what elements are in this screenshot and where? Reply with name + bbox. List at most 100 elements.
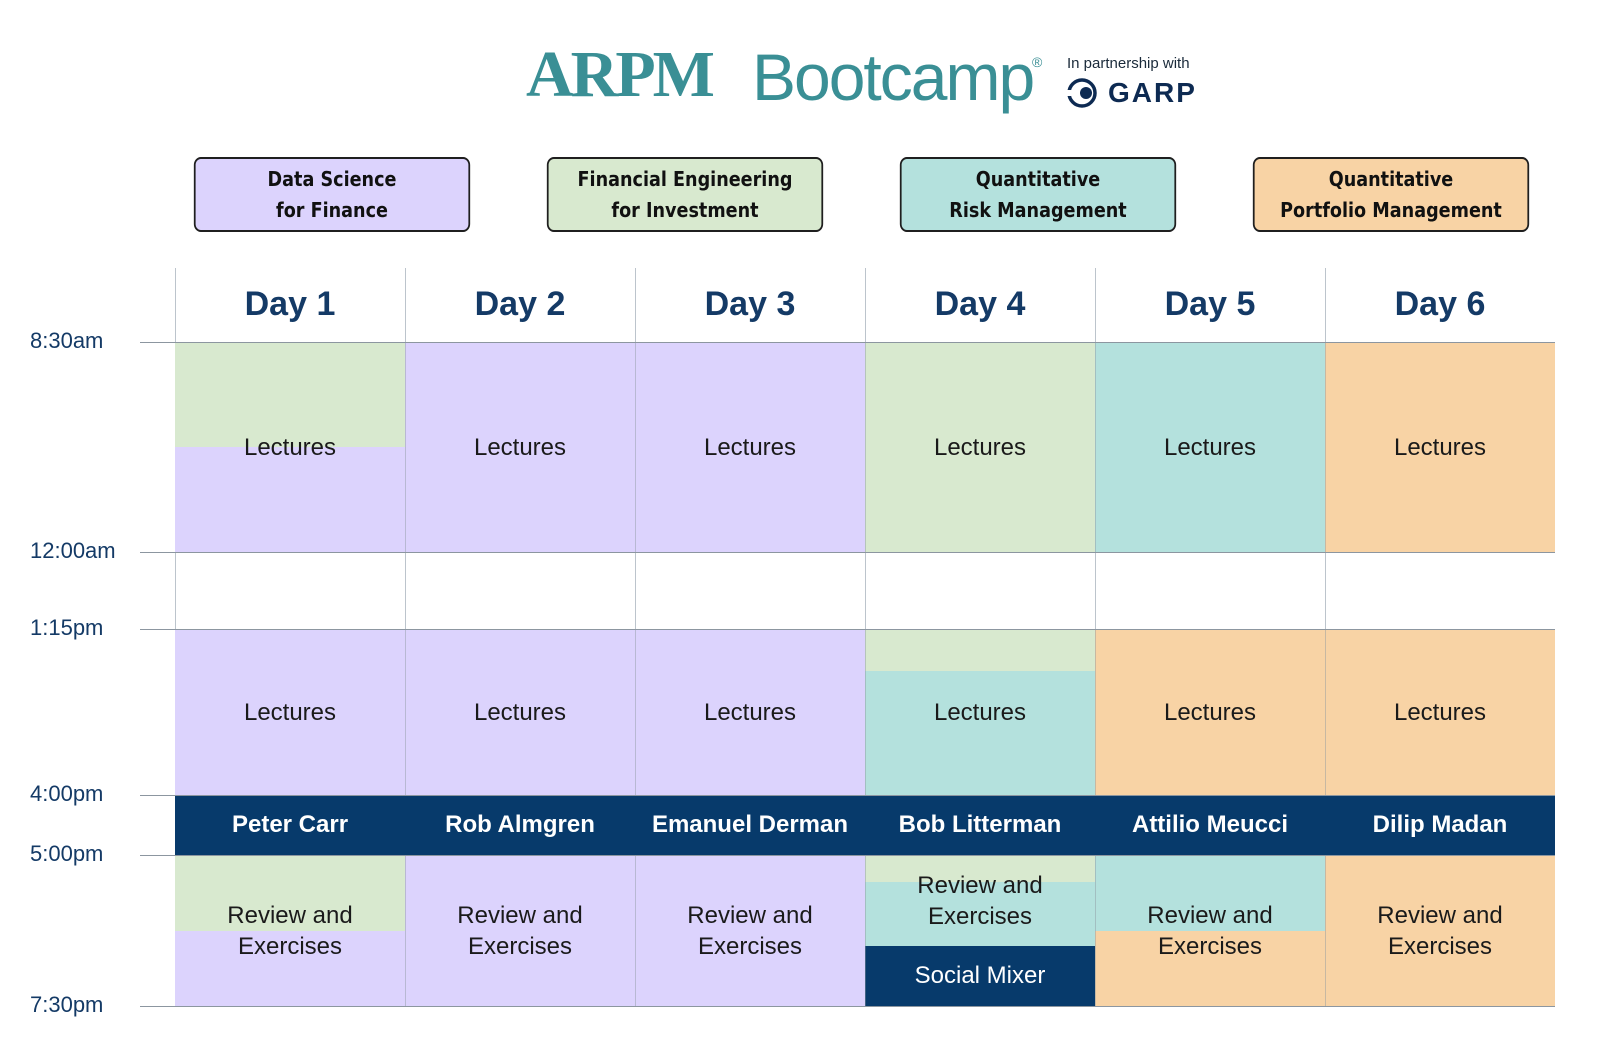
speaker-band-6: Dilip Madan: [1325, 795, 1555, 855]
cell-fill: [405, 855, 635, 1006]
session-label: Lectures: [243, 698, 337, 726]
cell-divider: [1095, 629, 1096, 795]
time-label-1: 8:30am: [30, 328, 104, 353]
garp-logo: GARP: [1064, 75, 1214, 111]
legend-box-2: Financial Engineering for Investment: [546, 157, 824, 232]
cell-divider: [405, 629, 406, 795]
day-header-5: Day 5: [1164, 284, 1256, 323]
cell-fill-top: [175, 342, 405, 447]
cell-fill-bottom: [865, 671, 1095, 795]
cell-fill-bottom: [175, 447, 405, 552]
session-label: Lectures: [473, 433, 567, 461]
cell-fill-top: [175, 855, 405, 931]
day-header-6: Day 6: [1394, 284, 1486, 323]
cell-divider: [1325, 855, 1326, 1006]
cell-divider: [1325, 342, 1326, 552]
morning-cell-5: Lectures: [1095, 342, 1325, 552]
time-gridline: [140, 795, 1555, 796]
evening-cell-5: Review and Exercises: [1095, 855, 1325, 1006]
session-label: Review and Exercises: [687, 901, 813, 960]
session-label: Lectures: [703, 698, 797, 726]
cell-fill: [175, 629, 405, 795]
morning-cell-3: Lectures: [635, 342, 865, 552]
garp-mark-icon: [1064, 78, 1097, 108]
speaker-band-3: Emanuel Derman: [635, 795, 865, 855]
page-header: ARPM Bootcamp ® In partnership with GARP: [0, 0, 1600, 130]
time-label-3: 1:15pm: [30, 615, 104, 640]
day-header-1: Day 1: [244, 284, 336, 323]
day-header-2: Day 2: [474, 284, 566, 323]
session-label: Review and Exercises: [457, 901, 583, 960]
session-label: Lectures: [703, 433, 797, 461]
session-label: Lectures: [933, 433, 1027, 461]
session-label: Lectures: [1393, 698, 1487, 726]
session-label: Lectures: [933, 698, 1027, 726]
arpm-logo-text: ARPM: [526, 38, 715, 111]
cell-fill: [635, 855, 865, 1006]
morning-cell-1: Lectures: [175, 342, 405, 552]
cell-divider: [1325, 629, 1326, 795]
cell-fill: [865, 342, 1095, 552]
cell-fill: [1095, 342, 1325, 552]
morning-cell-4: Lectures: [865, 342, 1095, 552]
time-label-5: 5:00pm: [30, 841, 104, 866]
time-label-6: 7:30pm: [30, 992, 104, 1017]
morning-cell-2: Lectures: [405, 342, 635, 552]
cell-divider: [405, 342, 406, 552]
evening-cell-4: Social Mixer Review and Exercises: [865, 855, 1095, 1006]
cell-fill: [1095, 629, 1325, 795]
cell-divider: [635, 855, 636, 1006]
evening-cell-2: Review and Exercises: [405, 855, 635, 1006]
afternoon-cell-3: Lectures: [635, 629, 865, 795]
cell-divider: [405, 855, 406, 1006]
cell-divider: [1095, 342, 1096, 552]
time-label-2: 12:00am: [30, 538, 116, 563]
cell-divider: [1095, 855, 1096, 1006]
cell-fill: [635, 629, 865, 795]
session-label: Lectures: [1163, 698, 1257, 726]
session-label: Lectures: [1163, 433, 1257, 461]
speaker-band-5: Attilio Meucci: [1095, 795, 1325, 855]
session-label: Review and Exercises: [227, 901, 353, 960]
time-gridline: [140, 855, 1555, 856]
cell-divider: [865, 629, 866, 795]
legend-box-4: Quantitative Portfolio Management: [1252, 157, 1530, 232]
cell-fill-bottom: [865, 882, 1095, 946]
cell-fill-bottom: [175, 931, 405, 1006]
morning-cell-6: Lectures: [1325, 342, 1555, 552]
evening-cell-3: Review and Exercises: [635, 855, 865, 1006]
cell-fill-bottom: [1095, 931, 1325, 1006]
cell-fill: [635, 342, 865, 552]
legend-box-3: Quantitative Risk Management: [899, 157, 1177, 232]
social-mixer: Social Mixer: [865, 946, 1095, 1006]
cell-fill: [405, 342, 635, 552]
cell-divider: [865, 855, 866, 1006]
time-gridline: [140, 552, 1555, 553]
evening-cell-1: Review and Exercises: [175, 855, 405, 1006]
cell-fill: [1325, 629, 1555, 795]
session-label: Review and Exercises: [1147, 901, 1273, 960]
garp-logo-text: GARP: [1108, 77, 1197, 108]
session-label: Lectures: [473, 698, 567, 726]
cell-fill-top: [865, 855, 1095, 882]
afternoon-cell-5: Lectures: [1095, 629, 1325, 795]
time-gridline: [140, 1006, 1555, 1007]
time-gridline: [140, 342, 1555, 343]
time-gridline: [140, 629, 1555, 630]
afternoon-cell-6: Lectures: [1325, 629, 1555, 795]
legend-box-1: Data Science for Finance: [193, 157, 471, 232]
cell-fill: [405, 629, 635, 795]
evening-cell-6: Review and Exercises: [1325, 855, 1555, 1006]
registered-mark: ®: [1032, 54, 1043, 70]
session-label: Review and Exercises: [917, 871, 1043, 930]
cell-divider: [635, 342, 636, 552]
cell-fill-top: [865, 629, 1095, 671]
afternoon-cell-2: Lectures: [405, 629, 635, 795]
cell-divider: [635, 629, 636, 795]
speaker-band-1: Peter Carr: [175, 795, 405, 855]
cell-fill-top: [1095, 855, 1325, 931]
session-label: Lectures: [243, 433, 337, 461]
cell-fill: [1325, 855, 1555, 1006]
cell-fill: [1325, 342, 1555, 552]
